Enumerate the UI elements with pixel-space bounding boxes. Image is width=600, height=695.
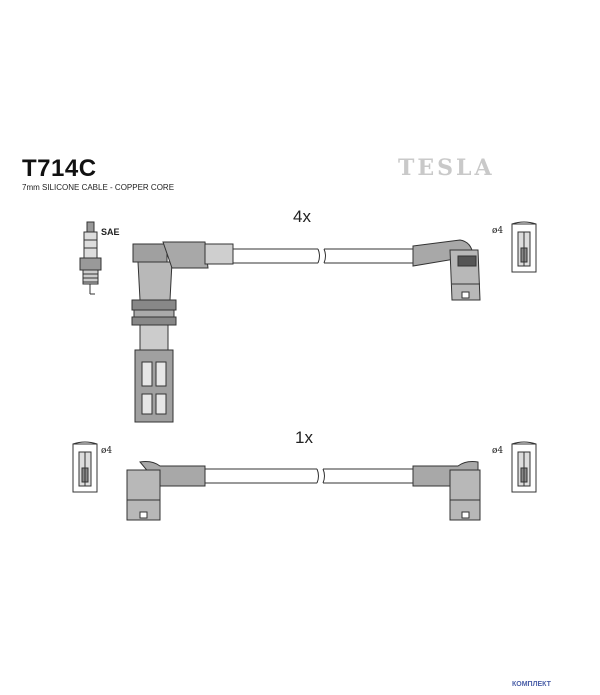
plug-standard-label: SAE <box>101 227 120 237</box>
diameter-label-top-right: ø4 <box>492 226 504 236</box>
plug-boot-angled-bottom-left <box>126 461 206 521</box>
diameter-label-bottom-left: ø4 <box>101 446 113 456</box>
cable-bottom <box>205 468 413 484</box>
diameter-label-bottom-right: ø4 <box>492 446 504 456</box>
cable-top <box>233 248 413 264</box>
plug-boot-angled-top-right <box>412 239 481 301</box>
terminal-bottom-right <box>511 441 537 493</box>
terminal-top-right <box>511 221 537 273</box>
part-code: T714C <box>22 155 97 182</box>
cable-spec: 7mm SILICONE CABLE - COPPER CORE <box>22 183 175 192</box>
watermark-logo: КОМПЛЕКТ <box>512 681 551 688</box>
quantity-label-bottom: 1x <box>295 428 313 447</box>
plug-boot-angled-bottom-right <box>412 461 481 521</box>
quantity-label-top: 4x <box>293 207 311 226</box>
terminal-bottom-left <box>72 441 98 493</box>
brand-logo: TESLA <box>398 155 495 181</box>
plug-boot-straight <box>131 241 234 423</box>
spark-plug-icon <box>79 221 102 295</box>
